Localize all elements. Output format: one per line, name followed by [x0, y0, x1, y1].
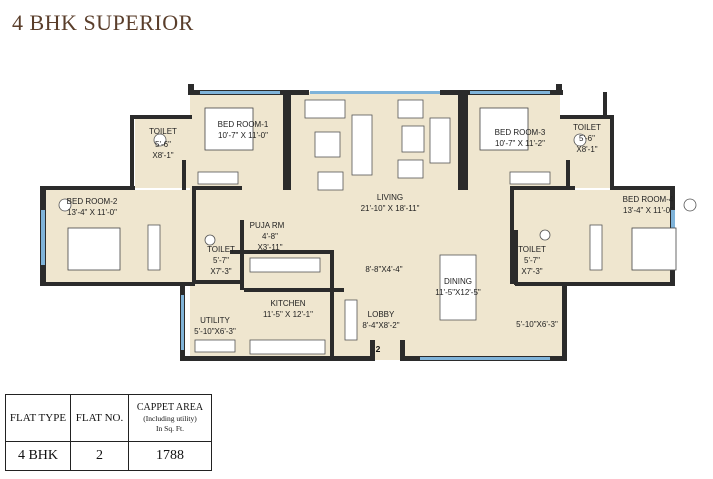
- bed-4: [631, 227, 677, 271]
- flat-no-value: 2: [70, 441, 129, 471]
- kitchen-counter: [249, 257, 321, 273]
- chair-2: [58, 198, 72, 212]
- puja-room-size2: X3'-11": [257, 243, 282, 252]
- bed-room-3-size: 10'-7" X 11'-2": [495, 139, 545, 148]
- passage-size: 8'-8"X4'-4": [365, 265, 402, 274]
- bed-room-4-name: BED ROOM-4: [623, 195, 674, 204]
- bed-room-1-size: 10'-7" X 11'-0": [218, 131, 268, 140]
- utility-name: UTILITY: [200, 316, 230, 325]
- furniture: [58, 99, 697, 355]
- plan-title: 4 BHK SUPERIOR: [12, 10, 194, 35]
- bed-room-3-name: BED ROOM-3: [495, 128, 546, 137]
- toilet-2-name: TOILET: [207, 245, 235, 254]
- coffee-table-2: [401, 125, 425, 153]
- toilet-4-name: TOILET: [518, 245, 546, 254]
- bed-2: [67, 227, 121, 271]
- toilet-2-wc: [204, 234, 216, 246]
- puja-room-size1: 4'-8": [262, 232, 278, 241]
- toilet-1-name: TOILET: [149, 127, 177, 136]
- bed-room-4-size: 13'-4" X 11'-0": [623, 206, 673, 215]
- bed-1: [204, 107, 254, 151]
- dining-name: DINING: [444, 277, 472, 286]
- armchair-1: [317, 171, 344, 191]
- carpet-area-line2: (Including utility): [143, 414, 197, 423]
- toilet-3-wc: [573, 133, 587, 147]
- carpet-area-value: 1788: [128, 441, 212, 471]
- sofa-1: [304, 99, 346, 119]
- wardrobe-2: [147, 224, 161, 271]
- lobby-name: LOBBY: [368, 310, 395, 319]
- bed-3: [479, 107, 529, 151]
- living-name: LIVING: [377, 193, 403, 202]
- flat-info-table: FLAT TYPE FLAT NO. CAPPET AREA (Includin…: [5, 394, 212, 471]
- living-size: 21'-10" X 18'-11": [361, 204, 420, 213]
- flat-type-value: 4 BHK: [5, 441, 71, 471]
- shoe-rack: [344, 299, 358, 341]
- coffee-table-1: [314, 131, 341, 158]
- wardrobe-3: [509, 171, 551, 185]
- sofa-2: [351, 114, 373, 176]
- puja-room-name: PUJA RM: [250, 221, 285, 230]
- flat-no-header: FLAT NO.: [70, 394, 129, 442]
- sofa-3: [429, 117, 451, 164]
- kitchen-name: KITCHEN: [270, 299, 305, 308]
- armchair-2: [397, 99, 424, 119]
- toilet-4-wc: [539, 229, 551, 241]
- dining-table: [439, 254, 477, 321]
- wardrobe-1: [197, 171, 239, 185]
- table-value-row: 4 BHK 2 1788: [5, 441, 212, 471]
- carpet-area-line1: CAPPET AREA: [136, 402, 204, 413]
- chair-4: [683, 198, 697, 212]
- lobby-size: 8'-4"X8'-2": [362, 321, 399, 330]
- toilet-2-size2: X7'-3": [210, 267, 231, 276]
- bed-room-2-size: 13'-4" X 11'-0": [67, 208, 117, 217]
- toilet-1-size2: X8'-1": [152, 151, 173, 160]
- toilet-3-size1: 5'-6": [579, 134, 595, 143]
- room-labels: BED ROOM-1 10'-7" X 11'-0" BED ROOM-3 10…: [67, 120, 674, 354]
- toilet-3-size2: X8'-1": [576, 145, 597, 154]
- lift-label: 2: [376, 344, 381, 354]
- flat-type-header: FLAT TYPE: [5, 394, 71, 442]
- toilet-4-size1: 5'-7": [524, 256, 540, 265]
- wardrobe-4: [589, 224, 603, 271]
- table-header-row: FLAT TYPE FLAT NO. CAPPET AREA (Includin…: [5, 394, 212, 442]
- carpet-area-header: CAPPET AREA (Including utility) In Sq. F…: [128, 394, 212, 442]
- kitchen-size: 11'-5" X 12'-1": [263, 310, 313, 319]
- dining-size: 11'-5"X12'-5": [435, 288, 481, 297]
- armchair-3: [397, 159, 424, 179]
- toilet-1-wc: [153, 133, 167, 147]
- utility-counter: [194, 339, 236, 353]
- carpet-area-line3: In Sq. Ft.: [156, 424, 184, 433]
- toilet-4-size2: X7'-3": [521, 267, 542, 276]
- utility-2-size: 5'-10"X6'-3": [516, 320, 558, 329]
- kitchen-counter-2: [249, 339, 326, 355]
- toilet-3-name: TOILET: [573, 123, 601, 132]
- toilet-2-size1: 5'-7": [213, 256, 229, 265]
- toilet-1-size1: 5'-6": [155, 140, 171, 149]
- bed-room-1-name: BED ROOM-1: [218, 120, 269, 129]
- utility-size: 5'-10"X6'-3": [194, 327, 236, 336]
- bed-room-2-name: BED ROOM-2: [67, 197, 118, 206]
